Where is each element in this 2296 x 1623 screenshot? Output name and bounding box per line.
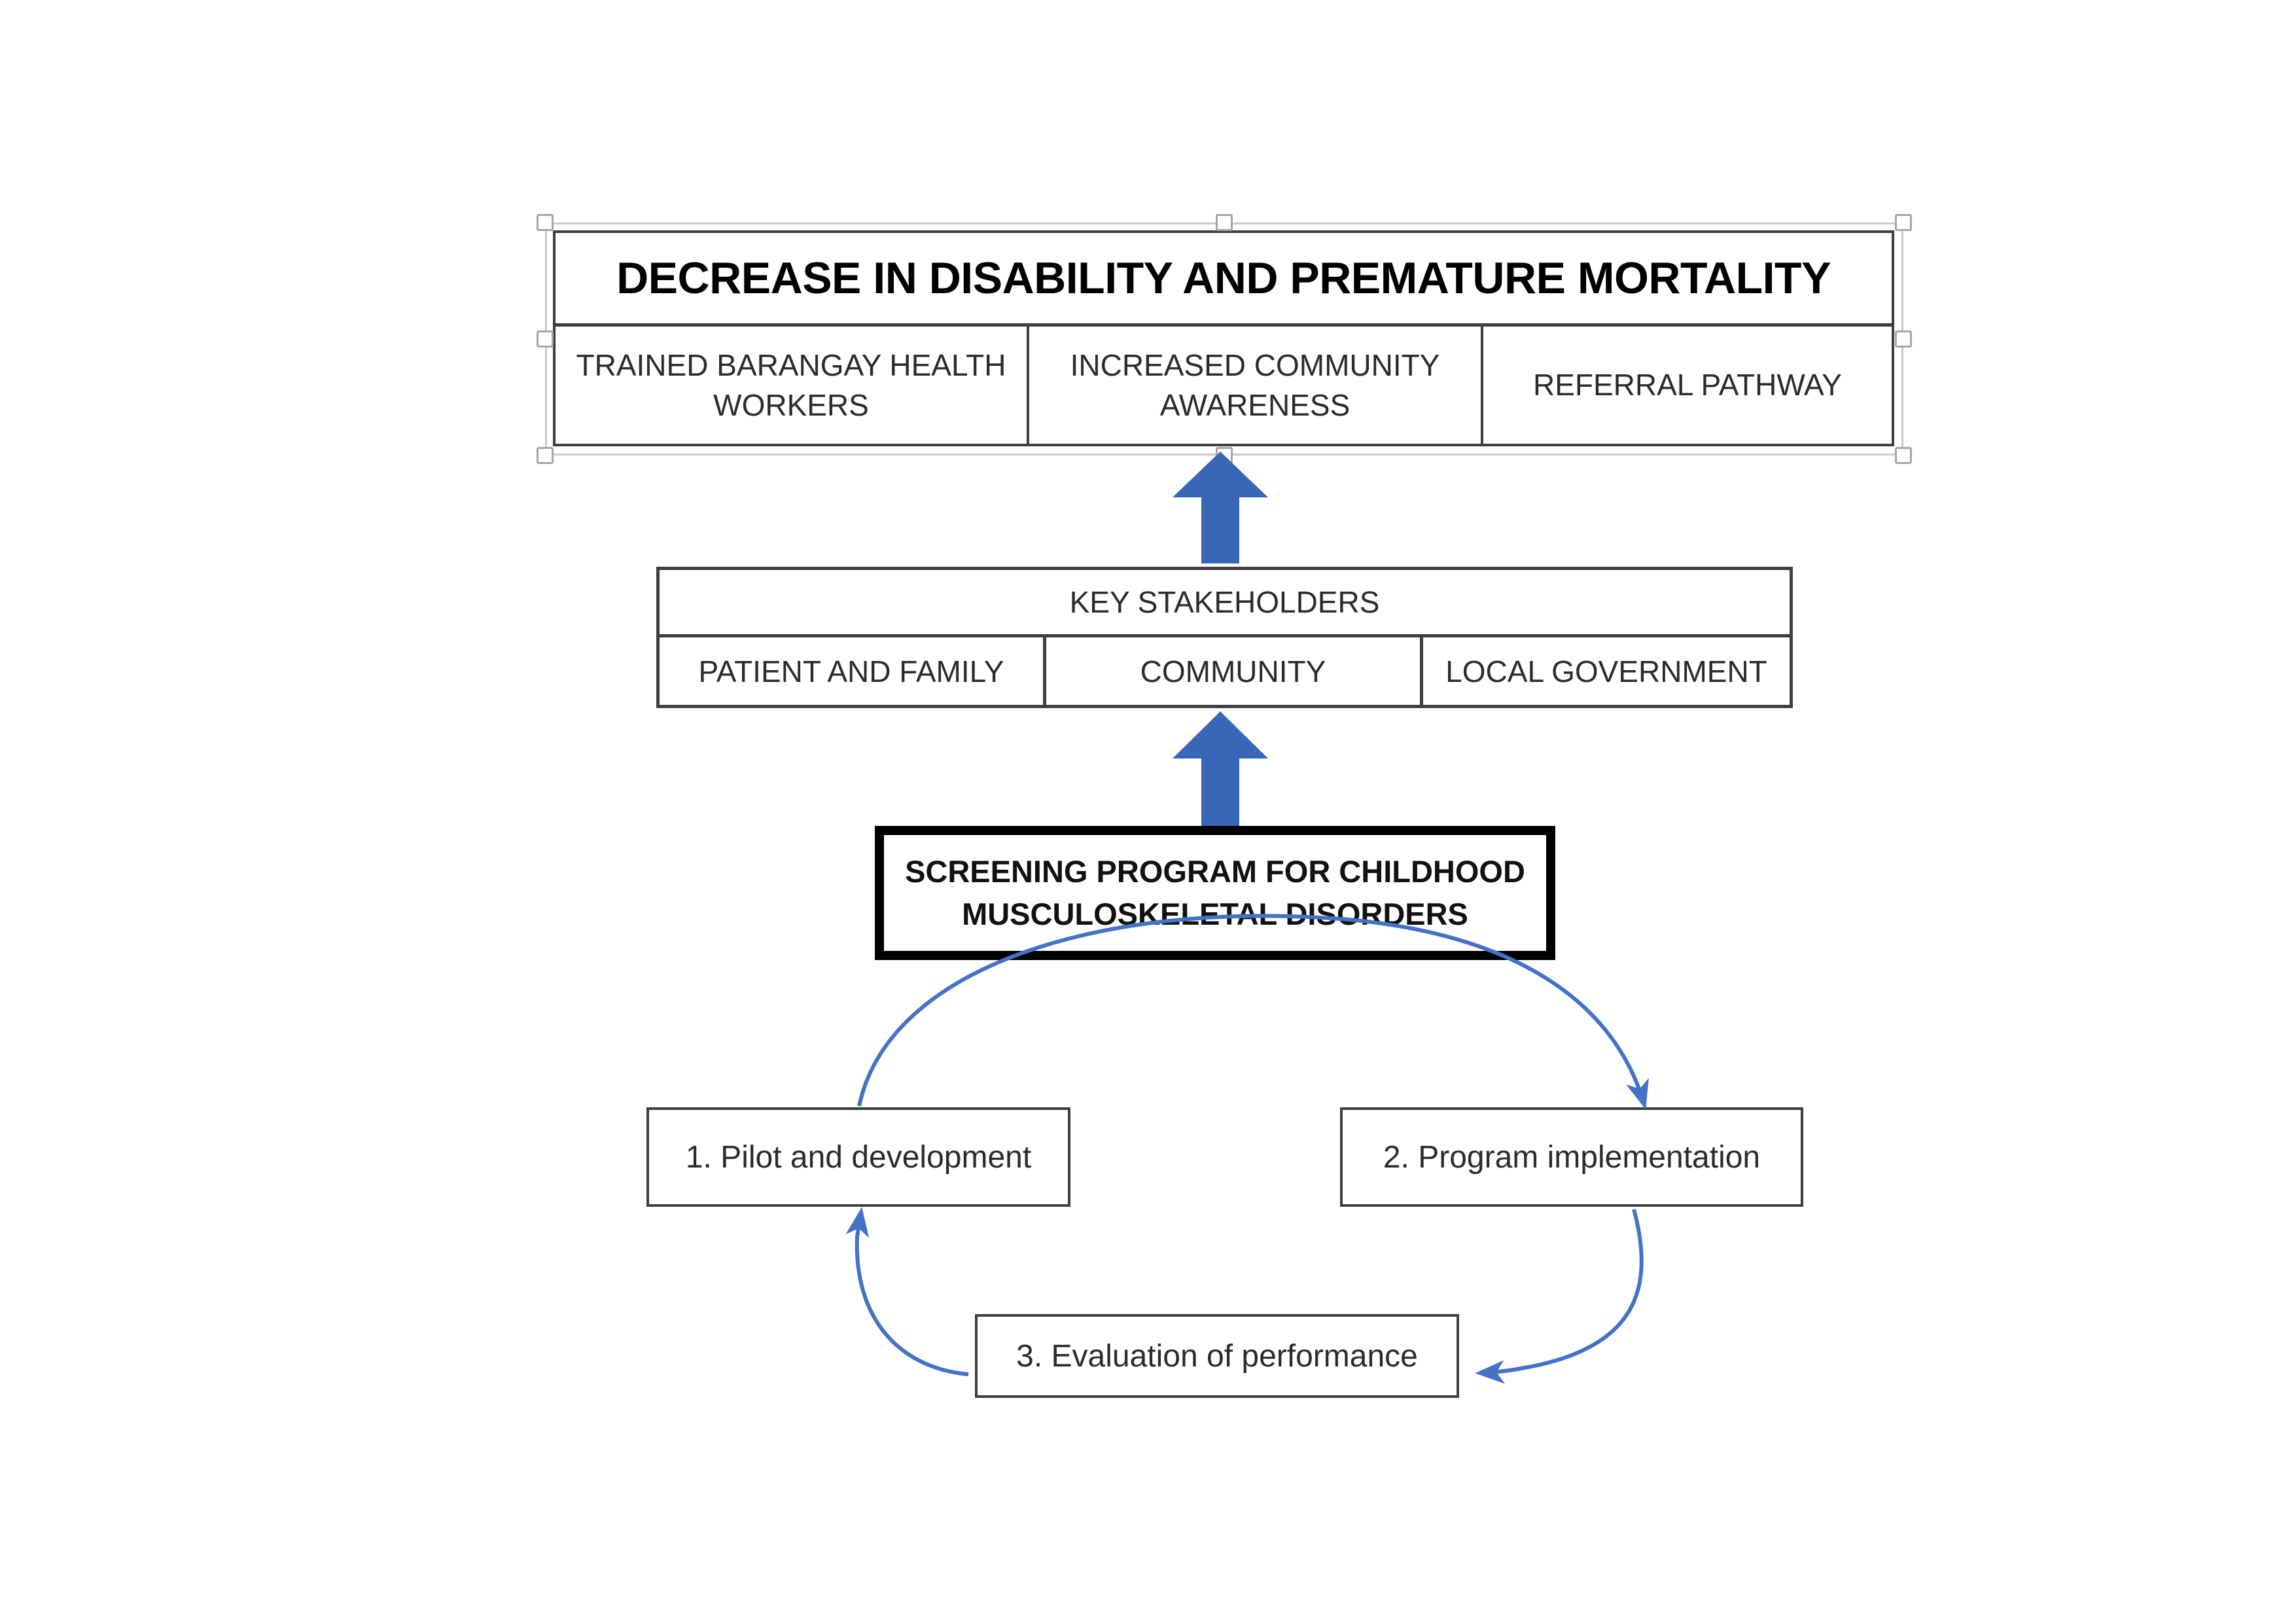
stakeholders-table[interactable]: KEY STAKEHOLDERS PATIENT AND FAMILY COMM… [656, 567, 1793, 708]
cycle-arc-implementation-to-evaluation [1475, 1209, 1644, 1384]
outcome-cell-label: INCREASED COMMUNITY AWARENESS [1070, 348, 1440, 422]
stakeholder-cell-local-government[interactable]: LOCAL GOVERNMENT [1423, 637, 1790, 705]
outcome-cell-label: TRAINED BARANGAY HEALTH WORKERS [576, 348, 1006, 422]
outcome-cell-label: REFERRAL PATHWAY [1533, 368, 1842, 402]
outcome-cell-trained-health-workers[interactable]: TRAINED BARANGAY HEALTH WORKERS [556, 327, 1029, 444]
stakeholder-cell-community[interactable]: COMMUNITY [1046, 637, 1423, 705]
resize-handle-bottom-left[interactable] [537, 447, 554, 464]
cycle-step-pilot-and-development[interactable]: 1. Pilot and development [646, 1107, 1070, 1207]
cycle-step-label: 2. Program implementation [1383, 1139, 1761, 1175]
resize-handle-top-right[interactable] [1895, 214, 1912, 231]
outcome-header-text: DECREASE IN DISABILITY AND PREMATURE MOR… [616, 253, 1831, 303]
resize-handle-top-left[interactable] [537, 214, 554, 231]
screening-program-title: SCREENING PROGRAM FOR CHILDHOOD MUSCULOS… [905, 853, 1525, 931]
stakeholders-sub-row: PATIENT AND FAMILY COMMUNITY LOCAL GOVER… [660, 637, 1790, 705]
stakeholder-cell-patient-and-family[interactable]: PATIENT AND FAMILY [660, 637, 1046, 705]
outcome-sub-row: TRAINED BARANGAY HEALTH WORKERS INCREASE… [556, 327, 1892, 444]
cycle-step-evaluation-of-performance[interactable]: 3. Evaluation of performance [975, 1314, 1459, 1398]
resize-handle-middle-right[interactable] [1895, 330, 1912, 348]
resize-handle-middle-left[interactable] [537, 330, 554, 348]
outcome-cell-referral-pathway[interactable]: REFERRAL PATHWAY [1483, 327, 1892, 444]
up-arrow-to-stakeholders-icon [1173, 711, 1268, 827]
cycle-arc-evaluation-to-pilot [845, 1207, 969, 1376]
resize-handle-top-center[interactable] [1216, 214, 1233, 231]
cycle-step-label: 3. Evaluation of performance [1016, 1338, 1418, 1374]
up-arrow-to-outcome-icon [1173, 452, 1268, 563]
stakeholder-cell-label: COMMUNITY [1140, 654, 1326, 688]
cycle-step-label: 1. Pilot and development [685, 1139, 1032, 1175]
cycle-step-program-implementation[interactable]: 2. Program implementation [1340, 1107, 1803, 1207]
stakeholders-header-text: KEY STAKEHOLDERS [1069, 585, 1380, 619]
outcome-header-row: DECREASE IN DISABILITY AND PREMATURE MOR… [556, 233, 1892, 327]
stakeholders-header-row: KEY STAKEHOLDERS [660, 570, 1790, 637]
outcome-table[interactable]: DECREASE IN DISABILITY AND PREMATURE MOR… [553, 230, 1894, 446]
stakeholder-cell-label: PATIENT AND FAMILY [698, 654, 1004, 688]
resize-handle-bottom-right[interactable] [1895, 447, 1912, 464]
outcome-cell-community-awareness[interactable]: INCREASED COMMUNITY AWARENESS [1029, 327, 1483, 444]
screening-program-box[interactable]: SCREENING PROGRAM FOR CHILDHOOD MUSCULOS… [875, 826, 1555, 960]
stakeholder-cell-label: LOCAL GOVERNMENT [1445, 654, 1767, 688]
